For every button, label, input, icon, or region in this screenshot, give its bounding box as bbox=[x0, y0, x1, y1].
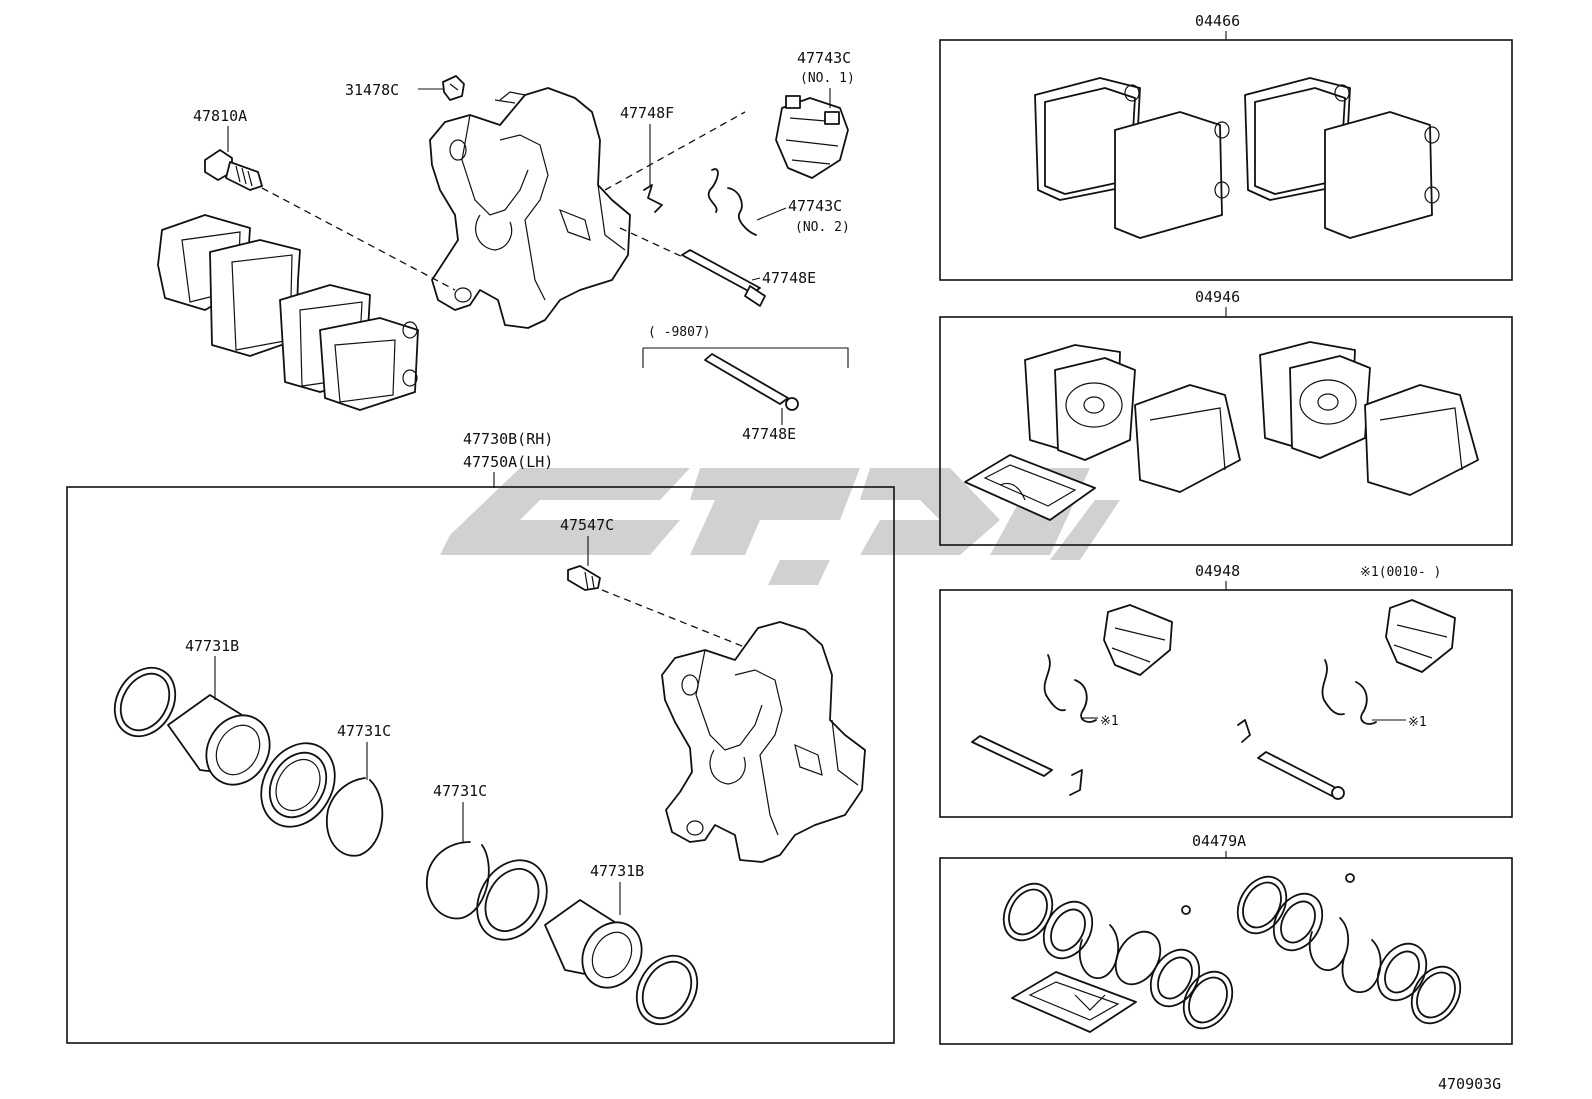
pad-set-b bbox=[1244, 77, 1440, 239]
kit-04946-label: 04946 bbox=[1195, 288, 1240, 306]
bleeder-31478c bbox=[442, 75, 465, 101]
caliper-body-upper bbox=[429, 87, 631, 329]
upper-labels: 31478C 47810A 47743C (NO. 1) 47748F 4774… bbox=[193, 49, 855, 488]
label-47748e-range: ( -9807) bbox=[648, 325, 711, 340]
label-31478c: 31478C bbox=[345, 81, 399, 99]
guide-pin-47748e-lower bbox=[704, 353, 799, 411]
clip-set-a bbox=[971, 604, 1173, 796]
grease-packet-04479a bbox=[1011, 971, 1137, 1033]
brake-pads-upper bbox=[157, 214, 419, 411]
lower-labels: 47547C 47731B 47731C 47731C 47731B bbox=[185, 516, 644, 915]
label-47743c-no1-sub: (NO. 1) bbox=[800, 71, 855, 86]
label-47743c-no2-sub: (NO. 2) bbox=[795, 220, 850, 235]
label-47730b: 47730B(RH) bbox=[463, 430, 553, 448]
label-47743c-no2: 47743C bbox=[788, 197, 842, 215]
pad-set-a bbox=[1034, 77, 1230, 239]
label-47750a: 47750A(LH) bbox=[463, 453, 553, 471]
piston-left bbox=[167, 694, 271, 786]
kit-04948-ref2: ※1 bbox=[1408, 715, 1427, 730]
upper-caliper-group bbox=[157, 75, 849, 411]
piston-seal-lower-right bbox=[635, 954, 699, 1026]
kit-04466: 04466 bbox=[939, 12, 1513, 281]
seal-kit-right bbox=[1236, 873, 1462, 1025]
kit-04479a: 04479A bbox=[939, 832, 1513, 1045]
snap-ring-right bbox=[425, 841, 490, 920]
label-47743c-no1: 47743C bbox=[797, 49, 851, 67]
shim-set-b bbox=[1259, 341, 1479, 496]
kit-04948-ref1: ※1 bbox=[1100, 714, 1119, 729]
kit-04466-label: 04466 bbox=[1195, 12, 1240, 30]
label-47731b-b: 47731B bbox=[590, 862, 644, 880]
dust-boot-left bbox=[260, 742, 336, 828]
caliper-body-lower bbox=[661, 621, 866, 863]
clip-set-b bbox=[1237, 599, 1456, 800]
grease-packet-04946 bbox=[964, 454, 1096, 521]
piston-seal-upper-left bbox=[113, 666, 177, 738]
kit-04948-label: 04948 bbox=[1195, 562, 1240, 580]
label-47731c-b: 47731C bbox=[433, 782, 487, 800]
bolt-47810a bbox=[204, 149, 263, 191]
piston-right bbox=[544, 899, 643, 989]
bleeder-47547c bbox=[567, 565, 601, 591]
label-47731c-a: 47731C bbox=[337, 722, 391, 740]
label-47547c: 47547C bbox=[560, 516, 614, 534]
label-47748e-b: 47748E bbox=[742, 425, 796, 443]
guide-pin-47748e-upper bbox=[681, 249, 766, 307]
seal-kit-left bbox=[1002, 882, 1234, 1030]
anti-rattle-spring-no2 bbox=[707, 168, 757, 236]
dust-boot-right bbox=[476, 859, 548, 941]
caliper-assembly-box bbox=[66, 486, 895, 1044]
snap-ring-left bbox=[325, 777, 384, 857]
shim-set-a bbox=[1024, 344, 1241, 493]
label-47810a: 47810A bbox=[193, 107, 247, 125]
kit-04948: 04948 ※1(0010- ) ※1 ※1 bbox=[939, 562, 1513, 818]
kit-04946: 04946 bbox=[939, 288, 1513, 546]
kit-04948-note: ※1(0010- ) bbox=[1360, 565, 1441, 580]
anti-rattle-clip-no1 bbox=[775, 95, 849, 179]
drawing-number: 470903G bbox=[1438, 1075, 1501, 1093]
kit-04479a-label: 04479A bbox=[1192, 832, 1246, 850]
label-47731b-a: 47731B bbox=[185, 637, 239, 655]
pin-clip-47748f bbox=[643, 184, 663, 213]
label-47748e-a: 47748E bbox=[762, 269, 816, 287]
label-47748f: 47748F bbox=[620, 104, 674, 122]
